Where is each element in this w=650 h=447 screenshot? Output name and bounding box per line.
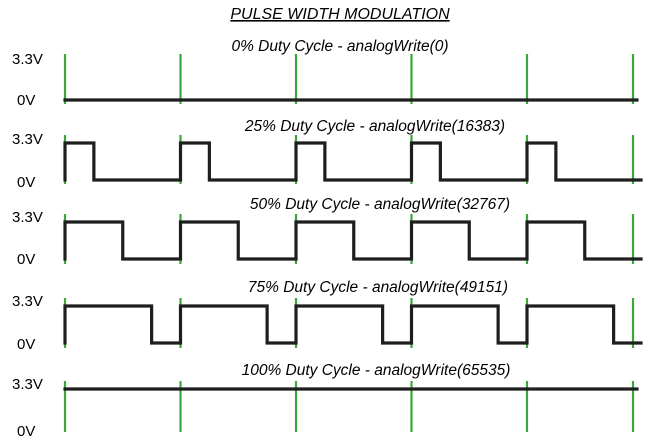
panel-100-percent: 100% Duty Cycle - analogWrite(65535) 3.3… [12,362,639,440]
panel-25-percent: 25% Duty Cycle - analogWrite(16383) 3.3V… [12,118,643,191]
panel-title: 25% Duty Cycle - analogWrite(16383) [244,118,505,135]
high-level-label: 3.3V [12,293,43,310]
low-level-label: 0V [17,174,35,191]
low-level-label: 0V [17,251,35,268]
high-level-label: 3.3V [12,131,43,148]
low-level-label: 0V [17,336,35,353]
high-level-label: 3.3V [12,209,43,226]
diagram-title: PULSE WIDTH MODULATION [230,6,450,23]
panel-title: 50% Duty Cycle - analogWrite(32767) [250,196,510,213]
panel-50-percent: 50% Duty Cycle - analogWrite(32767) 3.3V… [12,196,643,268]
panel-title: 100% Duty Cycle - analogWrite(65535) [242,362,511,379]
pwm-waveform [63,141,643,182]
panel-title: 75% Duty Cycle - analogWrite(49151) [248,279,508,296]
pwm-waveform [63,304,643,345]
panel-75-percent: 75% Duty Cycle - analogWrite(49151) 3.3V… [12,279,643,353]
low-level-label: 0V [17,423,35,440]
pwm-waveform [63,220,643,261]
panel-title: 0% Duty Cycle - analogWrite(0) [231,38,448,55]
panel-0-percent: 0% Duty Cycle - analogWrite(0) 3.3V 0V [12,38,639,109]
high-level-label: 3.3V [12,376,43,393]
high-level-label: 3.3V [12,51,43,68]
low-level-label: 0V [17,92,35,109]
period-markers [63,54,635,104]
